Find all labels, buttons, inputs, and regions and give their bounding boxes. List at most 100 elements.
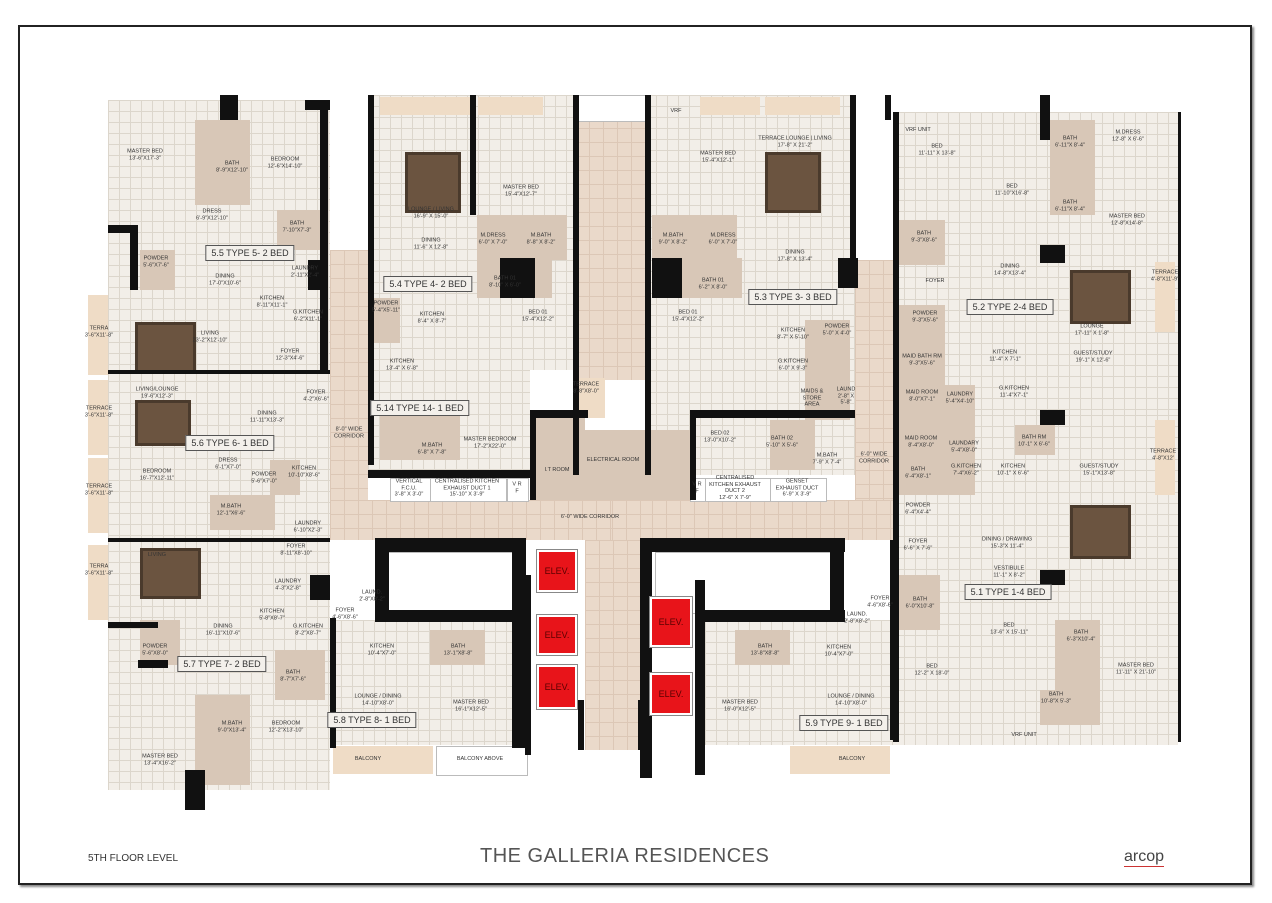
room-name: Bath 01 bbox=[494, 275, 516, 282]
room-label: Foyer4'-6"x8'-6" bbox=[867, 596, 893, 609]
room-label: Vertical F.C.U.3'-8" x 3'-0" bbox=[390, 478, 428, 498]
room-dimensions: 10'-1" x 6'-6" bbox=[997, 470, 1029, 476]
room-name: Bed 02 bbox=[710, 430, 730, 437]
room-label: G.Kitchen6'-2"x11'-1" bbox=[293, 310, 323, 323]
room-label: Bath9'-3"x8'-6" bbox=[911, 231, 937, 244]
room-dimensions: 5'-4"x8'-0" bbox=[951, 447, 977, 453]
room-label: Laund.2'-8"x8'-2" bbox=[844, 612, 870, 625]
room-label: Master Bed13'-6"x17'-3" bbox=[127, 149, 163, 162]
room-name: Bed 01 bbox=[678, 309, 698, 316]
room-dimensions: 6'-11"x 8'-4" bbox=[1055, 142, 1085, 148]
room-label: Foyer6'-6" x 7'-6" bbox=[904, 539, 933, 552]
wall bbox=[1040, 410, 1065, 425]
service-duct bbox=[705, 478, 772, 502]
unit-type-label: 5.6 TYPE 6- 1 BED bbox=[185, 435, 275, 451]
room-name: Kitchen bbox=[826, 644, 852, 651]
room-label: Foyer4'-2"x6'-6" bbox=[303, 390, 329, 403]
unit-type-label: 5.3 TYPE 3- 3 BED bbox=[748, 289, 838, 305]
terrace bbox=[765, 97, 840, 115]
elevator: ELEV. bbox=[536, 614, 578, 656]
room-dimensions: 2'-8"x8'-2" bbox=[844, 618, 870, 624]
wall bbox=[885, 95, 891, 120]
room-label: Bath Rm10'-1" X 6'-6" bbox=[1018, 435, 1050, 448]
room-name: Foyer bbox=[908, 538, 928, 545]
room-name: M.Bath bbox=[662, 232, 684, 239]
room-dimensions: 14'-8"x13'-4" bbox=[994, 270, 1026, 276]
room-dimensions: 17'-8" x 21'-2" bbox=[777, 142, 813, 148]
wet-room bbox=[735, 630, 790, 665]
room-label: G.Kitchen7'-4"x6'-2" bbox=[951, 464, 981, 477]
room-dimensions: 3'-8" x 3'-0" bbox=[394, 491, 424, 498]
room-dimensions: 10'-4"x7'-0" bbox=[367, 650, 397, 656]
room-label: Lounge / Dining14'-10"x8'-0" bbox=[354, 694, 401, 707]
wall bbox=[330, 618, 336, 748]
room-dimensions: 19'-6"x12'-3" bbox=[141, 393, 173, 399]
wet-room bbox=[477, 215, 567, 260]
room-name: Bath bbox=[1062, 199, 1078, 206]
room-dimensions: 9'-3"x8'-6" bbox=[911, 237, 937, 243]
room-name: Bedroom bbox=[270, 156, 300, 163]
room-label: Living bbox=[148, 552, 166, 559]
wall bbox=[533, 410, 588, 418]
wet-room bbox=[1015, 425, 1055, 455]
wall bbox=[1178, 112, 1181, 742]
open-void bbox=[575, 95, 647, 122]
room-name: Foyer bbox=[335, 607, 355, 614]
wet-room bbox=[195, 120, 250, 205]
room-name: Kitchen bbox=[369, 643, 395, 650]
terrace bbox=[88, 295, 108, 375]
room-label: 6'-0" Wide Corridor bbox=[855, 452, 893, 465]
room-label: Laundary5'-4"x8'-0" bbox=[949, 441, 979, 454]
wall bbox=[310, 575, 330, 600]
room-label: Vestibule11'-1" x 8'-2" bbox=[993, 566, 1024, 579]
room-label: Living/Lounge19'-6"x12'-3" bbox=[136, 387, 179, 400]
room-dimensions: 2'-8"x8'-2" bbox=[359, 596, 385, 602]
room-dimensions: 2'-11"x2'-4" bbox=[290, 272, 320, 278]
light-well bbox=[575, 100, 645, 380]
room-name: M.Bath bbox=[530, 232, 552, 239]
room-dimensions: 10'-8"x 5'-3" bbox=[1040, 698, 1072, 704]
room-label: G.Kitchen6'-0" x 9'-3" bbox=[778, 359, 808, 372]
room-dimensions: 6'-9" x 3'-9" bbox=[782, 491, 812, 498]
room-label: Laundry6'-10"x2'-3" bbox=[294, 521, 323, 534]
room-label: Powder5'-6"x7'-6" bbox=[143, 256, 169, 269]
wall bbox=[1040, 570, 1065, 585]
room-label: Dress6'-9"x12'-10" bbox=[196, 209, 228, 222]
room-label: Bed12'-2" x 18'-0" bbox=[915, 664, 950, 677]
room-label: G.Kitchen8'-2"x8'-7" bbox=[293, 624, 323, 637]
room-dimensions: 9'-3"x5'-6" bbox=[912, 317, 938, 323]
room-label: Lounge17'-11" x 1'-8" bbox=[1075, 324, 1109, 337]
room-label: Powder5'-6"x8'-0" bbox=[142, 644, 168, 657]
room-dimensions: 16'-9" x 15'-0" bbox=[413, 213, 449, 219]
room-name: Bath bbox=[1073, 629, 1089, 636]
wall bbox=[470, 95, 476, 215]
room-name: Kitchen bbox=[992, 349, 1018, 356]
room-label: Maids & Store Area bbox=[795, 388, 829, 408]
room-label: Terra3'-6"x11'-8" bbox=[85, 564, 113, 577]
room-dimensions: 12'-1"x6'-6" bbox=[216, 510, 246, 516]
room-label: M.Bath6'-8" x 7'-8" bbox=[418, 443, 447, 456]
room-name: Powder bbox=[143, 255, 169, 262]
room-name: Kitchen bbox=[291, 465, 317, 472]
room-name: Foyer bbox=[306, 389, 326, 396]
room-name: Centralised Kitchen Exhaust Duct 1 bbox=[434, 478, 500, 491]
room-label: Dining11'-11"x13'-3" bbox=[250, 411, 284, 424]
room-label: M.Bath12'-1"x6'-6" bbox=[217, 504, 246, 517]
room-dimensions: 9'-0"x13'-4" bbox=[217, 727, 247, 733]
wet-room bbox=[275, 650, 325, 700]
elevator: ELEV. bbox=[536, 664, 578, 710]
room-dimensions: 6'-11"x 8'-4" bbox=[1055, 206, 1085, 212]
room-dimensions: 13'-4" x 6'-8" bbox=[386, 365, 418, 371]
room-name: Bed bbox=[1006, 183, 1018, 190]
room-dimensions: 8'-2"x8'-7" bbox=[295, 630, 321, 636]
room-name: Kitchen bbox=[1000, 463, 1026, 470]
wall bbox=[890, 540, 896, 740]
room-name: I.T Room bbox=[544, 466, 570, 473]
wall bbox=[375, 610, 525, 622]
room-name: Balcony bbox=[354, 755, 382, 762]
room-label: Bed11'-10"x16'-8" bbox=[995, 184, 1029, 197]
room-label: 8'-0" Wide Corridor bbox=[330, 427, 368, 440]
room-name: Bath bbox=[1048, 691, 1064, 698]
